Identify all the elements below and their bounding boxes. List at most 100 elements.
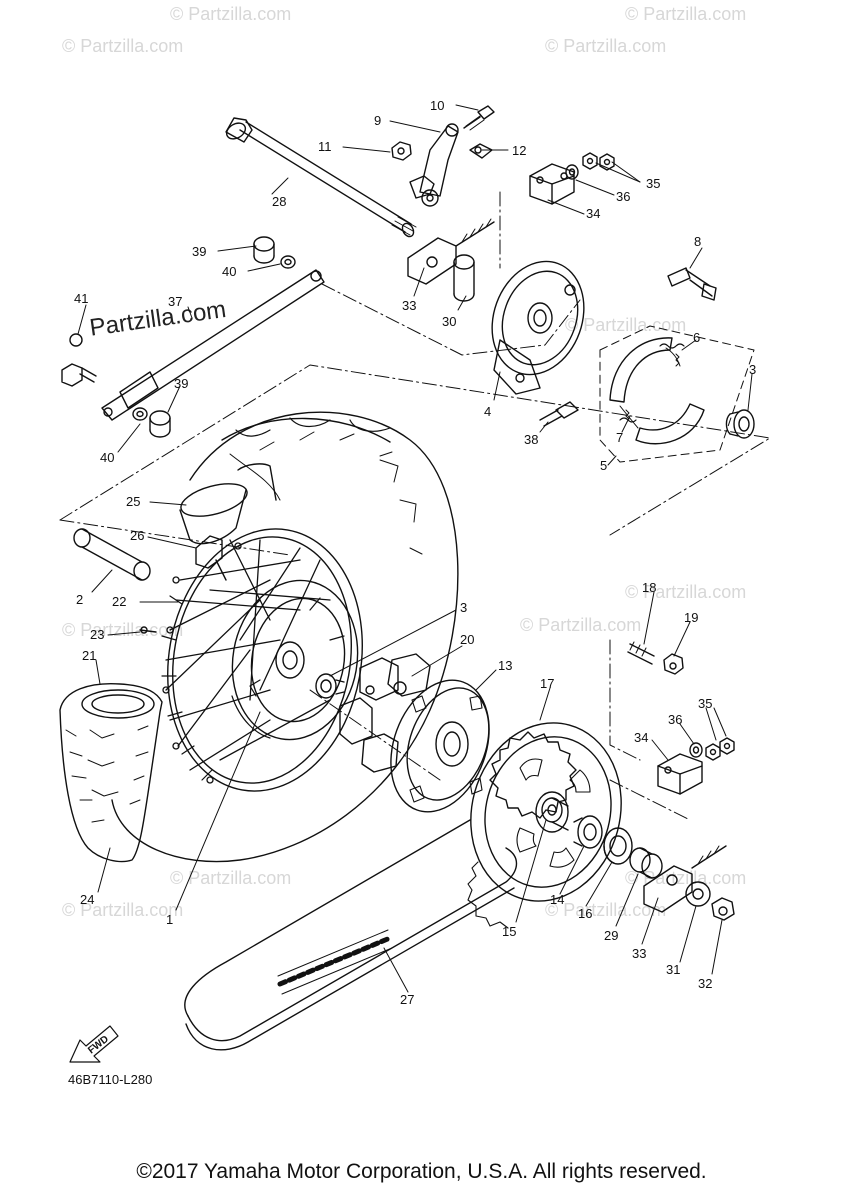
watermark: © Partzilla.com [625, 4, 747, 24]
collar-part-2 [73, 528, 151, 581]
rim-band-part-25 [179, 463, 277, 545]
bolt-part-41 [61, 333, 97, 387]
nut-part-35 [705, 737, 735, 761]
washer-part-36 [689, 742, 703, 758]
callout-label: 7 [616, 430, 623, 445]
brake-shoe-part-5 [599, 325, 755, 463]
watermark: © Partzilla.com [625, 582, 747, 602]
callout-label: 35 [646, 176, 660, 191]
tube-part-26 [195, 535, 227, 581]
watermark: © Partzilla.com [170, 868, 292, 888]
washer-part-31 [685, 881, 711, 907]
callout-label: 3 [460, 600, 467, 615]
collar-part-30 [453, 254, 475, 302]
callout-label: 39 [174, 376, 188, 391]
watermark: © Partzilla.com [565, 315, 687, 335]
assembly-boundary [59, 191, 771, 821]
callout-label: 10 [430, 98, 444, 113]
forward-arrow [69, 1025, 119, 1063]
watermark: © Partzilla.com [520, 615, 642, 635]
camshaft-part-8 [667, 267, 717, 301]
sprocket-part-17 [467, 722, 622, 929]
callout-label: 40 [222, 264, 236, 279]
callout-label: 31 [666, 962, 680, 977]
collar-part-15 [541, 797, 569, 831]
hub-part-13 [390, 679, 490, 813]
chain-part-27 [184, 819, 518, 1051]
callout-label: 9 [374, 113, 381, 128]
callout-label: 39 [192, 244, 206, 259]
callout-label: 23 [90, 627, 104, 642]
watermark: © Partzilla.com [625, 868, 747, 888]
callout-label: 33 [402, 298, 416, 313]
nut-part-11 [391, 141, 412, 161]
callout-label: 22 [112, 594, 126, 609]
washer-part-40 [280, 255, 296, 269]
diagram-code: 46B7110-L280 [68, 1072, 153, 1087]
chain-puller-part-34 [529, 163, 575, 205]
callout-label: 29 [604, 928, 618, 943]
tension-bar-part-37 [101, 269, 325, 421]
bolt-part-18 [627, 641, 655, 665]
callout-label: 13 [498, 658, 512, 673]
washer-part-40 [132, 407, 148, 421]
callout-label: 4 [484, 404, 491, 419]
collar-part-29 [629, 847, 663, 879]
oil-seal-part-16 [603, 827, 633, 865]
brake-arm-part-9 [409, 123, 459, 207]
nut-part-19 [663, 653, 684, 675]
callout-label: 14 [550, 892, 564, 907]
watermark: © Partzilla.com [545, 900, 667, 920]
collar-part-39 [253, 236, 275, 264]
spokes-part-22 [162, 539, 331, 784]
nut-part-35 [582, 152, 615, 171]
callout-label: 30 [442, 314, 456, 329]
callout-label: 19 [684, 610, 698, 625]
callout-label: 24 [80, 892, 94, 907]
callout-label: 35 [698, 696, 712, 711]
callout-label: 32 [698, 976, 712, 991]
watermark: © Partzilla.com [62, 620, 184, 640]
callout-label: 8 [694, 234, 701, 249]
callout-label: 6 [693, 330, 700, 345]
callout-label: 16 [578, 906, 592, 921]
bearing-part-3 [315, 673, 345, 699]
callout-label: 15 [502, 924, 516, 939]
watermark: © Partzilla.com [62, 36, 184, 56]
callout-label: 28 [272, 194, 286, 209]
adjuster-part-33 [643, 845, 727, 913]
callout-label: 41 [74, 291, 88, 306]
callout-numbers: 1 2 3 3 4 5 6 7 8 9 10 11 12 13 14 15 16… [74, 98, 756, 1007]
callout-label: 25 [126, 494, 140, 509]
callout-label: 34 [586, 206, 600, 221]
adjuster-part-33 [407, 218, 495, 285]
callout-label: 38 [524, 432, 538, 447]
brake-plate-part-4 [491, 260, 585, 395]
callout-label: 1 [166, 912, 173, 927]
rim [161, 528, 363, 792]
callout-label: 26 [130, 528, 144, 543]
bolt-part-10 [463, 105, 495, 131]
callout-label: 40 [100, 450, 114, 465]
callout-label: 2 [76, 592, 83, 607]
tire-part-24 [111, 411, 459, 863]
callout-label: 3 [749, 362, 756, 377]
callout-label: 21 [82, 648, 96, 663]
axle-part-28 [225, 117, 417, 238]
tire-part-21 [59, 683, 163, 863]
bolt-part-38 [539, 401, 579, 427]
callout-label: 5 [600, 458, 607, 473]
nut-part-32 [711, 897, 735, 921]
callout-label: 27 [400, 992, 414, 1007]
callout-label: 33 [632, 946, 646, 961]
callout-label: 37 [168, 294, 182, 309]
callout-label: 11 [318, 139, 332, 154]
callout-label: 20 [460, 632, 474, 647]
watermark: © Partzilla.com [545, 36, 667, 56]
bearing-part-3 [725, 409, 755, 439]
callout-label: 12 [512, 143, 526, 158]
bearing-part-14 [573, 815, 603, 849]
chain-puller-part-34 [657, 753, 703, 795]
